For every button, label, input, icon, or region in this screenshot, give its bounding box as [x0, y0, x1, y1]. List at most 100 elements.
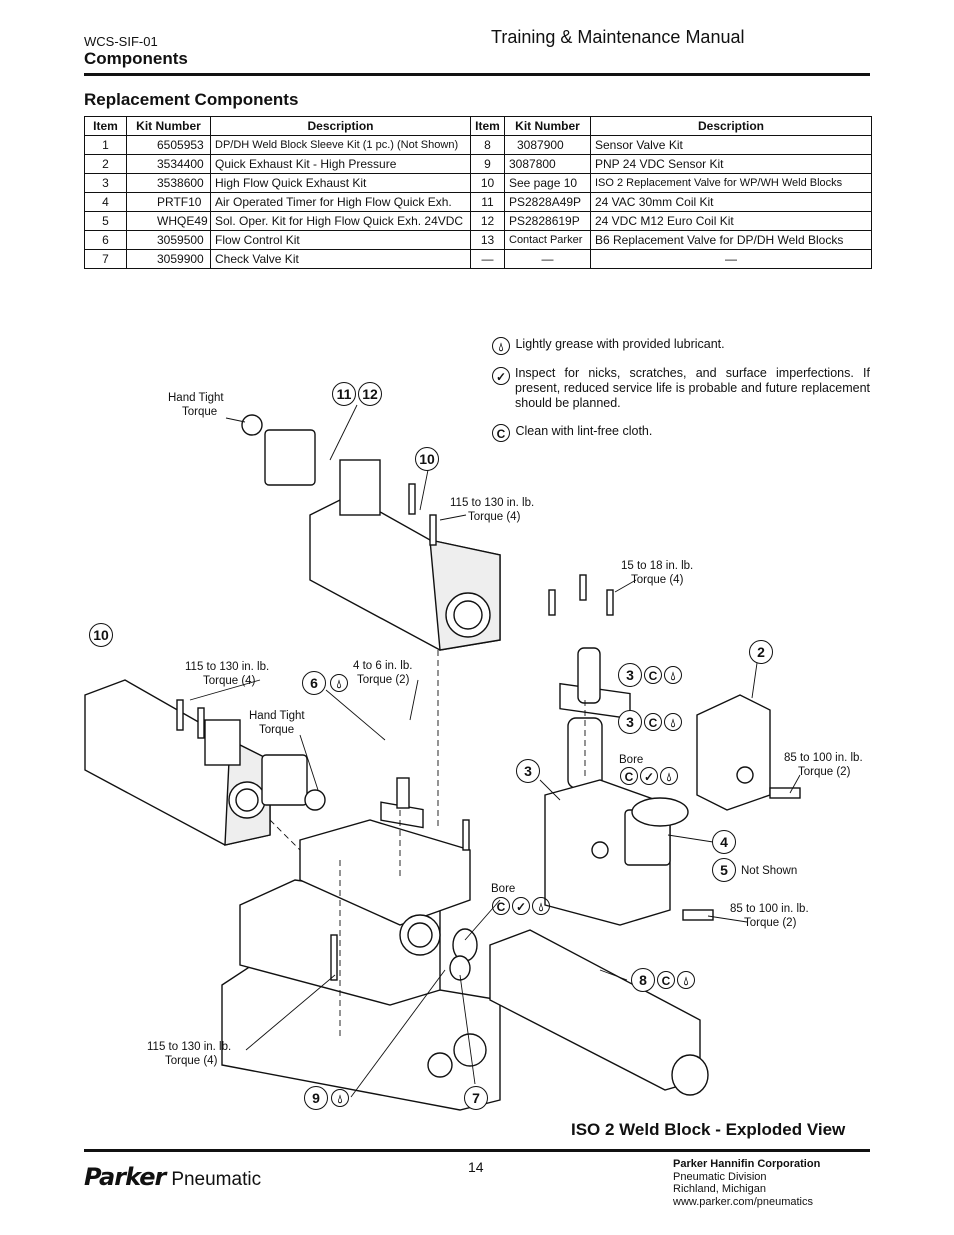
- description-cell: B6 Replacement Valve for DP/DH Weld Bloc…: [590, 230, 872, 250]
- clean-c-icon: C: [492, 424, 510, 442]
- label-torque-count: Torque (4): [631, 574, 684, 586]
- callout-7: 7: [464, 1086, 488, 1110]
- document-id: WCS-SIF-01: [84, 34, 158, 49]
- timer-knob: [631, 797, 689, 827]
- figure-caption: ISO 2 Weld Block - Exploded View: [571, 1120, 846, 1139]
- grease-drop-icon: 💧︎: [660, 767, 678, 785]
- description-cell: 24 VAC 30mm Coil Kit: [590, 192, 872, 212]
- manual-title: Training & Maintenance Manual: [491, 27, 745, 47]
- exhaust-block-2: [696, 694, 771, 811]
- label-torque-spec: 15 to 18 in. lb.: [621, 560, 694, 572]
- table-row: 7 3059900 Check Valve Kit — — —: [84, 249, 872, 269]
- description-cell: DP/DH Weld Block Sleeve Kit (1 pc.) (Not…: [210, 135, 471, 155]
- table-row: 6 3059500 Flow Control Kit 13 Contact Pa…: [84, 230, 872, 250]
- grease-drop-icon: 💧︎: [677, 971, 695, 989]
- grease-drop-icon: 💧︎: [492, 337, 510, 355]
- clean-c-icon: C: [644, 666, 662, 684]
- item-cell: 7: [84, 249, 127, 269]
- clean-c-icon: C: [644, 713, 662, 731]
- legend-clean-text: Clean with lint-free cloth.: [515, 424, 653, 438]
- legend-inspect-text: Inspect for nicks, scratches, and surfac…: [515, 366, 870, 410]
- corporate-address: Parker Hannifin Corporation Pneumatic Di…: [673, 1158, 820, 1208]
- clean-c-icon: C: [620, 767, 638, 785]
- kit-number-cell: See page 10: [504, 173, 591, 193]
- subheading: Replacement Components: [84, 90, 299, 109]
- callout-2: 2: [749, 640, 773, 664]
- checkmark-icon: ✓: [492, 367, 510, 385]
- header-cell: Description: [210, 116, 471, 136]
- kit-number-cell: PRTF10: [126, 192, 211, 212]
- label-hand-tight: Hand Tight: [168, 392, 224, 404]
- label-torque-spec: 4 to 6 in. lb.: [353, 660, 413, 672]
- table-row: 2 3534400 Quick Exhaust Kit - High Press…: [84, 154, 872, 174]
- label-torque: Torque: [259, 724, 295, 736]
- page-number: 14: [468, 1159, 484, 1175]
- legend-grease: 💧︎ Lightly grease with provided lubrican…: [492, 337, 872, 355]
- callout-3: 3: [516, 759, 540, 783]
- replacement-components-table: Item Kit Number Description Item Kit Num…: [84, 116, 872, 269]
- label-hand-tight: Hand Tight: [249, 710, 305, 722]
- callout-6: 6: [302, 671, 326, 695]
- grease-drop-icon: 💧︎: [331, 1089, 349, 1107]
- legend-inspect: ✓ Inspect for nicks, scratches, and surf…: [492, 366, 870, 411]
- kit-number-cell: PS2828619P: [504, 211, 591, 231]
- grease-drop-icon: 💧︎: [664, 666, 682, 684]
- footer-rule: [84, 1149, 870, 1152]
- grease-drop-icon: 💧︎: [664, 713, 682, 731]
- table-row: 1 6505953 DP/DH Weld Block Sleeve Kit (1…: [84, 135, 872, 155]
- checkmark-icon: ✓: [640, 767, 658, 785]
- section-title: Components: [84, 49, 188, 68]
- table-row: 4 PRTF10 Air Operated Timer for High Flo…: [84, 192, 872, 212]
- label-bore: Bore: [619, 754, 644, 766]
- corp-name: Parker Hannifin Corporation: [673, 1158, 821, 1170]
- legend-clean: C Clean with lint-free cloth.: [492, 424, 872, 442]
- callout-5: 5: [712, 858, 736, 882]
- kit-number-cell: —: [504, 249, 591, 269]
- callout-8: 8: [631, 968, 655, 992]
- label-not-shown: Not Shown: [741, 865, 798, 877]
- logo-subtitle: Pneumatic: [171, 1169, 262, 1190]
- callout-10: 10: [89, 623, 113, 647]
- corp-city: Richland, Michigan: [673, 1183, 766, 1195]
- callout-10: 10: [415, 447, 439, 471]
- corp-url: www.parker.com/pneumatics: [673, 1195, 813, 1208]
- callout-3: 3: [618, 663, 642, 687]
- label-torque-count: Torque (4): [468, 511, 521, 523]
- label-torque-spec: 85 to 100 in. lb.: [730, 903, 809, 915]
- label-torque: Torque: [182, 406, 218, 418]
- description-cell: High Flow Quick Exhaust Kit: [210, 173, 471, 193]
- label-torque-spec: 115 to 130 in. lb.: [450, 497, 535, 509]
- grease-drop-icon: 💧︎: [330, 674, 348, 692]
- label-torque-count: Torque (2): [744, 917, 797, 929]
- label-torque-spec: 85 to 100 in. lb.: [784, 752, 863, 764]
- header-rule: [84, 73, 870, 76]
- sensor-valve-8: [489, 929, 701, 1091]
- label-torque-spec: 115 to 130 in. lb.: [147, 1041, 232, 1053]
- coil-left: [261, 754, 308, 806]
- description-cell: Check Valve Kit: [210, 249, 471, 269]
- callout-11: 11: [332, 382, 356, 406]
- description-cell: —: [590, 249, 872, 269]
- label-torque-count: Torque (4): [203, 675, 256, 687]
- grease-drop-icon: 💧︎: [532, 897, 550, 915]
- checkmark-icon: ✓: [512, 897, 530, 915]
- callout-9: 9: [304, 1086, 328, 1110]
- kit-number-cell: 3087900: [504, 135, 591, 155]
- corp-division: Pneumatic Division: [673, 1170, 767, 1183]
- kit-number-cell: PS2828A49P: [504, 192, 591, 212]
- table-row: 3 3538600 High Flow Quick Exhaust Kit 10…: [84, 173, 872, 193]
- header-cell: Item: [84, 116, 127, 136]
- label-torque-count: Torque (2): [357, 674, 410, 686]
- label-torque-count: Torque (2): [798, 766, 851, 778]
- coil-top: [264, 429, 316, 486]
- clean-c-icon: C: [657, 971, 675, 989]
- callout-4: 4: [712, 830, 736, 854]
- parker-logo-wordmark: Parker: [84, 1163, 166, 1191]
- callout-12: 12: [358, 382, 382, 406]
- callout-3: 3: [618, 710, 642, 734]
- label-torque-spec: 115 to 130 in. lb.: [185, 661, 270, 673]
- label-torque-count: Torque (4): [165, 1055, 218, 1067]
- clean-c-icon: C: [492, 897, 510, 915]
